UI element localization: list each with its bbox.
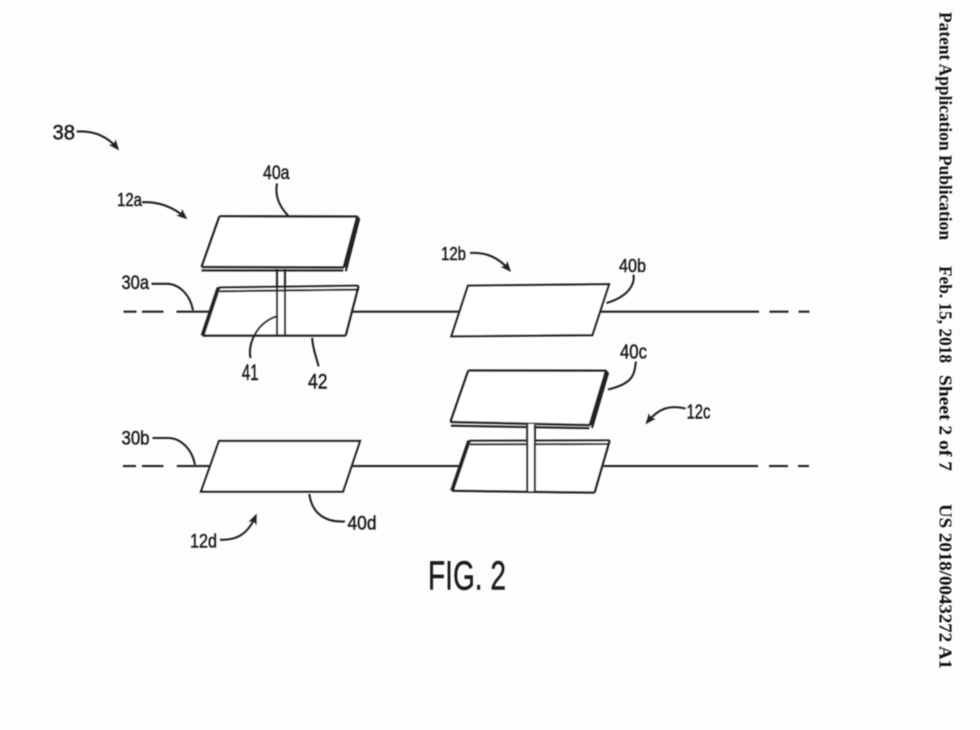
svg-text:12a: 12a bbox=[117, 190, 143, 210]
svg-text:12d: 12d bbox=[190, 532, 217, 553]
svg-text:Sheet 2 of 7: Sheet 2 of 7 bbox=[936, 375, 956, 471]
svg-text:12c: 12c bbox=[687, 402, 711, 424]
svg-text:40a: 40a bbox=[263, 163, 290, 184]
svg-text:30a: 30a bbox=[122, 273, 150, 294]
svg-text:Patent Application Publication: Patent Application Publication bbox=[936, 12, 956, 240]
svg-text:12b: 12b bbox=[441, 244, 466, 264]
svg-text:42: 42 bbox=[308, 371, 328, 394]
svg-text:40c: 40c bbox=[620, 342, 647, 364]
svg-text:Feb. 15, 2018: Feb. 15, 2018 bbox=[936, 266, 956, 363]
svg-text:30b: 30b bbox=[122, 429, 150, 450]
svg-text:40d: 40d bbox=[348, 514, 377, 535]
svg-text:38: 38 bbox=[53, 122, 76, 145]
svg-text:FIG. 2: FIG. 2 bbox=[428, 553, 506, 599]
svg-text:41: 41 bbox=[242, 360, 259, 385]
svg-text:US 2018/0043272 A1: US 2018/0043272 A1 bbox=[936, 504, 956, 669]
svg-text:40b: 40b bbox=[619, 256, 646, 276]
